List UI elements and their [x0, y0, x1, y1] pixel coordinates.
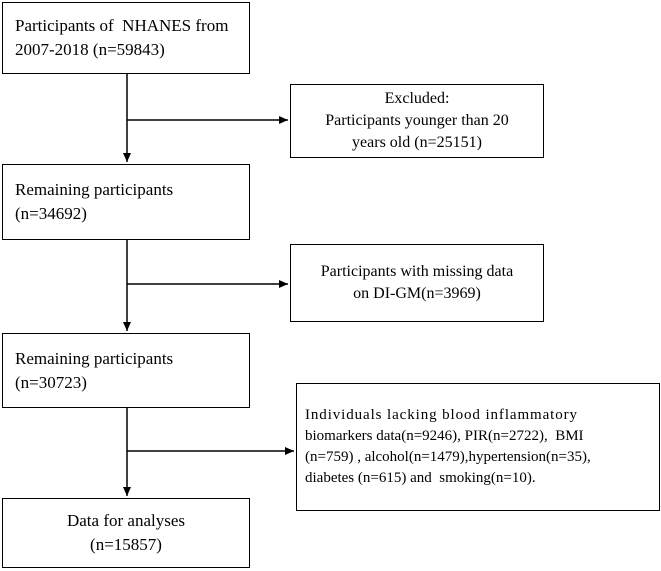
exclusion-line: Participants younger than 20 [325, 112, 509, 129]
step-remaining-participants-2: Remaining participants (n=30723) [2, 333, 250, 408]
exclusion-age: Excluded: Participants younger than 20 y… [290, 84, 544, 158]
step-remaining-participants-1: Remaining participants (n=34692) [2, 164, 250, 240]
exclusion-line: on DI-GM(n=3969) [353, 285, 481, 302]
step-line: Participants of NHANES from [15, 16, 229, 35]
exclusion-line: Individuals lacking blood inflammatory [305, 407, 578, 423]
step-data-for-analyses: Data for analyses (n=15857) [2, 498, 250, 568]
exclusion-line: years old (n=25151) [352, 134, 482, 151]
exclusion-line: (n=759) , alcohol(n=1479),hypertension(n… [305, 449, 591, 465]
exclusion-inflammatory-biomarkers: Individuals lacking blood inflammatory b… [296, 383, 660, 511]
exclusion-line: Participants with missing data [320, 263, 514, 280]
step-line: (n=15857) [90, 535, 162, 554]
step-line: Remaining participants [15, 348, 174, 368]
exclusion-line: diabetes (n=615) and smoking(n=10). [305, 470, 536, 486]
step-line: 2007-2018 (n=59843) [15, 40, 165, 59]
exclusion-missing-digm: Participants with missing data on DI-GM(… [290, 244, 544, 322]
step-line: Data for analyses [66, 511, 185, 530]
step-line: (n=34692) [15, 204, 87, 223]
exclusion-line: Excluded: [384, 90, 450, 107]
exclusion-line: biomarkers data(n=9246), PIR(n=2722), BM… [305, 428, 584, 444]
step-line: (n=30723) [15, 372, 87, 392]
step-participants-nhanes: Participants of NHANES from 2007-2018 (n… [2, 2, 250, 74]
step-line: Remaining participants [15, 180, 174, 199]
